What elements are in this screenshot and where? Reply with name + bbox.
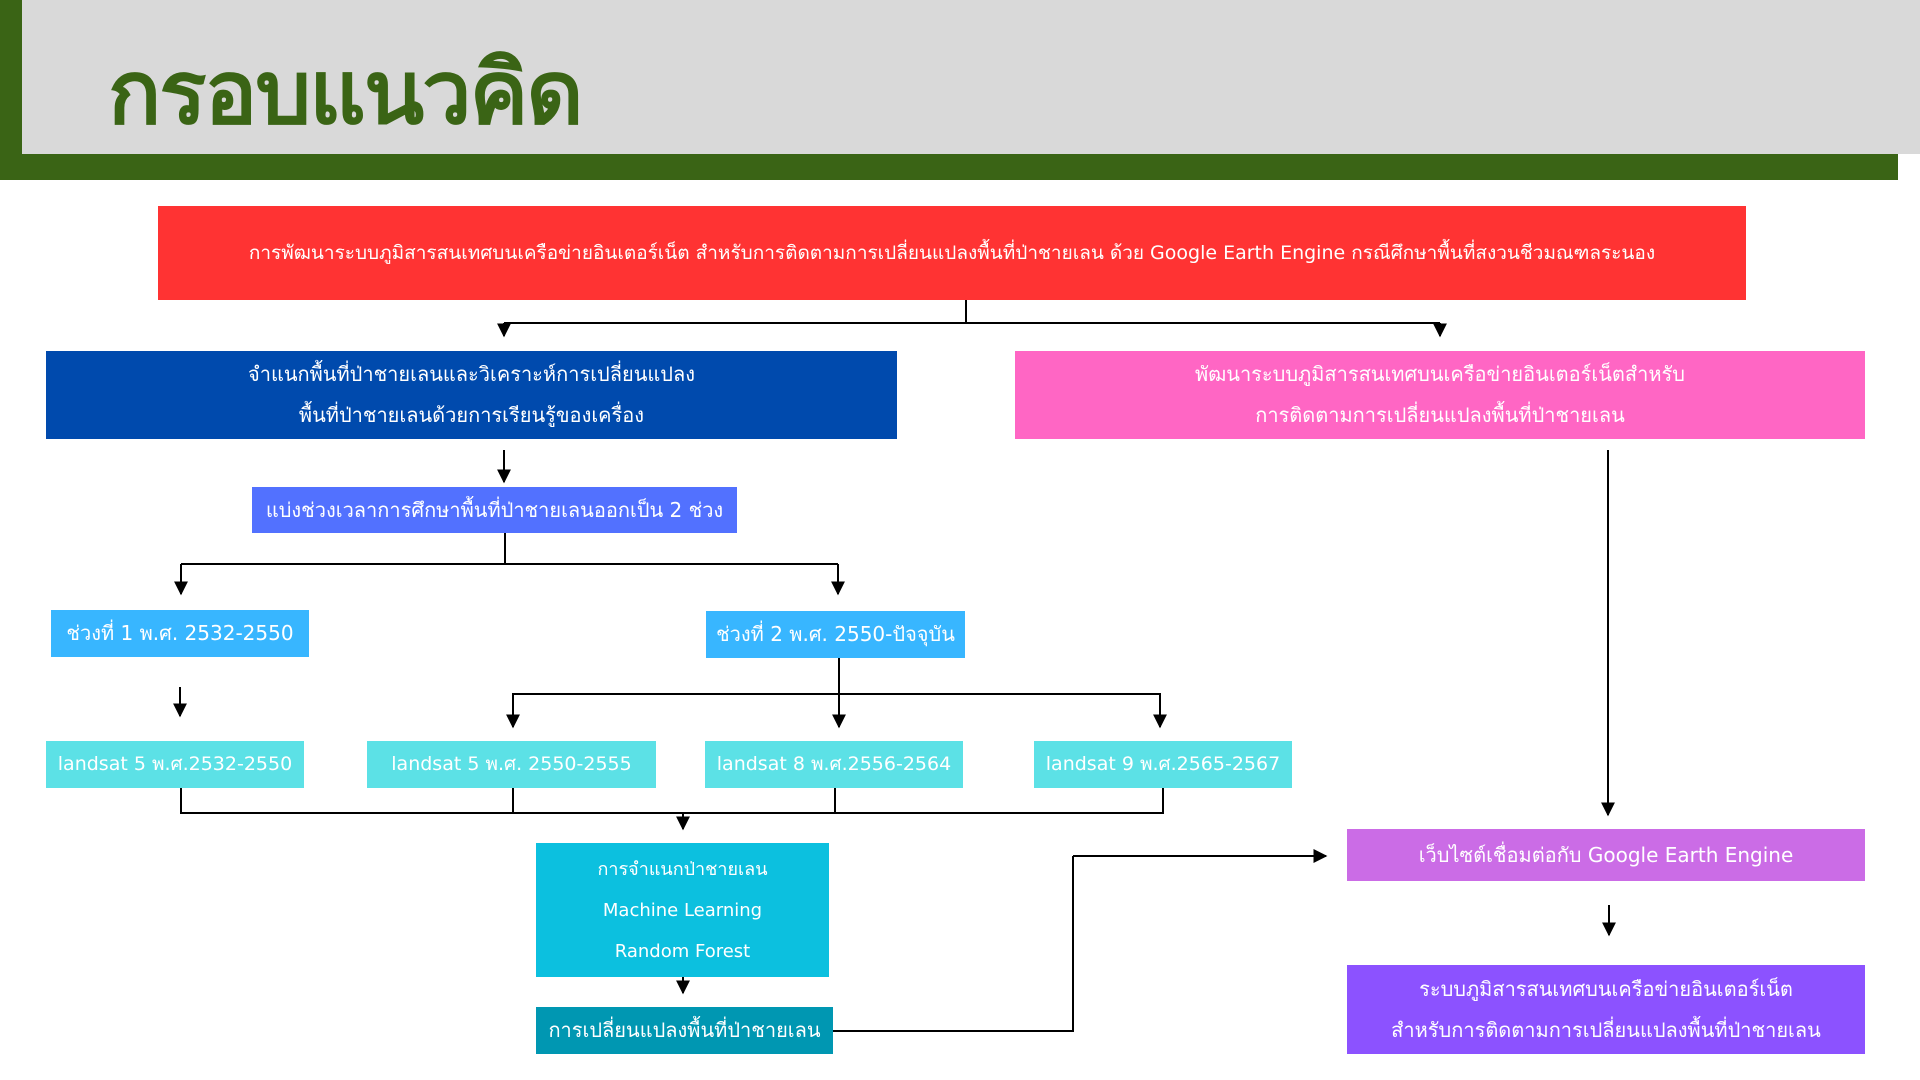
gis-branch-line-1: พัฒนาระบบภูมิสารสนเทศบนเครือข่ายอินเตอร์… (1195, 362, 1685, 386)
change-detection-box: การเปลี่ยนแปลงพื้นที่ป่าชายเลน (536, 1007, 833, 1054)
period-2-text: ช่วงที่ 2 พ.ศ. 2550-ปัจจุบัน (716, 622, 955, 646)
landsat-text-1: landsat 5 พ.ศ.2532-2550 (57, 753, 293, 775)
gis-system-line-2: สำหรับการติดตามการเปลี่ยนแปลงพื้นที่ป่าช… (1391, 1017, 1821, 1042)
period-1-text: ช่วงที่ 1 พ.ศ. 2532-2550 (66, 621, 294, 645)
ml-branch-line-1: จำแนกพื้นที่ป่าชายเลนและวิเคราะห์การเปลี… (248, 362, 695, 386)
page-title: กรอบแนวคิด (108, 41, 584, 144)
gis-system-box: ระบบภูมิสารสนเทศบนเครือข่ายอินเตอร์เน็ต … (1347, 965, 1865, 1054)
split-periods-text: แบ่งช่วงเวลาการศึกษาพื้นที่ป่าชายเลนออกเ… (265, 497, 724, 522)
landsat-box-2: landsat 5 พ.ศ. 2550-2555 (367, 741, 656, 788)
header-gray-panel (22, 0, 1920, 154)
change-detection-text: การเปลี่ยนแปลงพื้นที่ป่าชายเลน (548, 1018, 821, 1042)
website-box: เว็บไซต์เชื่อมต่อกับ Google Earth Engine (1347, 829, 1865, 881)
period-1-box: ช่วงที่ 1 พ.ศ. 2532-2550 (51, 610, 309, 657)
ml-classification-branch-box: จำแนกพื้นที่ป่าชายเลนและวิเคราะห์การเปลี… (46, 351, 897, 439)
split-periods-box: แบ่งช่วงเวลาการศึกษาพื้นที่ป่าชายเลนออกเ… (252, 487, 737, 533)
period-2-box: ช่วงที่ 2 พ.ศ. 2550-ปัจจุบัน (706, 611, 965, 658)
classification-line-2: Machine Learning (602, 899, 763, 921)
landsat-box-4: landsat 9 พ.ศ.2565-2567 (1034, 741, 1292, 788)
website-text: เว็บไซต์เชื่อมต่อกับ Google Earth Engine (1418, 842, 1794, 867)
root-goal-box: การพัฒนาระบบภูมิสารสนเทศบนเครือข่ายอินเต… (158, 206, 1746, 300)
landsat-box-1: landsat 5 พ.ศ.2532-2550 (46, 741, 304, 788)
classification-line-3: Random Forest (614, 940, 751, 962)
gis-branch-line-2: การติดตามการเปลี่ยนแปลงพื้นที่ป่าชายเลน (1255, 403, 1625, 427)
ml-branch-line-2: พื้นที่ป่าชายเลนด้วยการเรียนรู้ของเครื่อ… (298, 403, 645, 427)
landsat-text-4: landsat 9 พ.ศ.2565-2567 (1045, 753, 1281, 775)
gis-development-branch-box: พัฒนาระบบภูมิสารสนเทศบนเครือข่ายอินเตอร์… (1015, 351, 1865, 439)
classification-box: การจำแนกป่าชายเลน Machine Learning Rando… (536, 843, 829, 977)
root-connector (504, 300, 967, 324)
root-goal-text: การพัฒนาระบบภูมิสารสนเทศบนเครือข่ายอินเต… (248, 241, 1656, 264)
landsat-text-3: landsat 8 พ.ศ.2556-2564 (716, 753, 952, 775)
classification-line-1: การจำแนกป่าชายเลน (597, 858, 768, 880)
landsat-text-2: landsat 5 พ.ศ. 2550-2555 (391, 753, 632, 775)
landsat-box-3: landsat 8 พ.ศ.2556-2564 (705, 741, 963, 788)
gis-system-line-1: ระบบภูมิสารสนเทศบนเครือข่ายอินเตอร์เน็ต (1419, 976, 1793, 1001)
